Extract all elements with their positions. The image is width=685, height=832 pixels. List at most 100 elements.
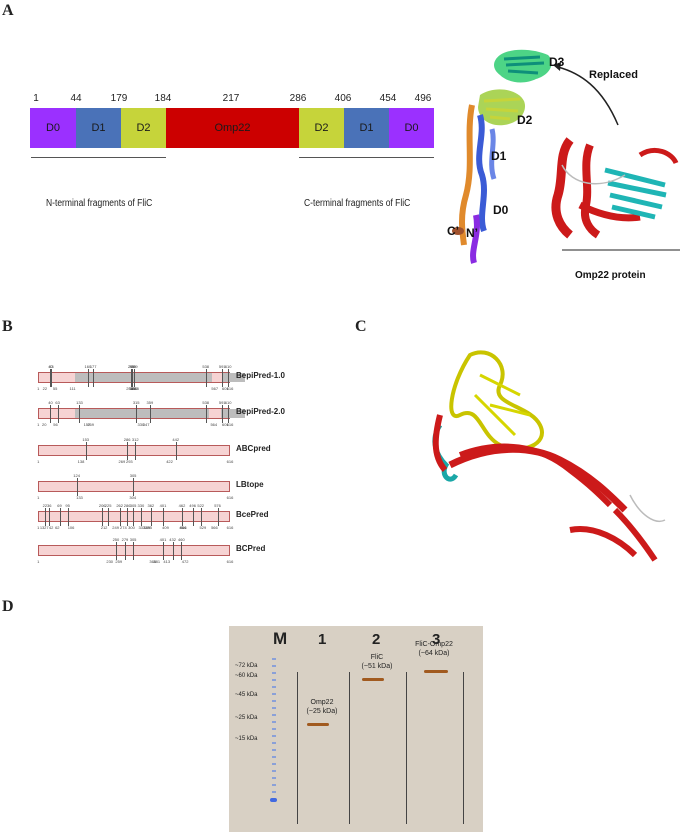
epitope-tick — [127, 442, 129, 460]
c-prime-label: C’ — [447, 224, 459, 238]
position-tick-label: 62 — [55, 525, 60, 530]
lane-divider — [297, 672, 298, 824]
position-label: 44 — [70, 93, 82, 104]
position-tick-label: 601 — [221, 422, 229, 427]
sequence-bar — [38, 478, 230, 496]
epitope-tick — [108, 508, 110, 526]
epitope-tick — [162, 542, 164, 560]
position-tick-label: 616 — [226, 422, 234, 427]
position-tick-label: 460 — [178, 537, 185, 542]
position-tick-label: 567 — [211, 386, 219, 391]
d1-label: D1 — [491, 149, 507, 163]
position-tick-label: 279 — [121, 537, 129, 542]
epitope-tick — [228, 405, 230, 423]
position-tick-label: 349 — [143, 525, 151, 530]
position-tick-label: 293 — [125, 459, 133, 464]
position-tick-label: 401 — [159, 503, 167, 508]
epitope-tick — [150, 508, 152, 526]
c-terminal-label: C-terminal fragments of FliC — [304, 198, 411, 209]
position-tick-label: 157 — [83, 422, 91, 427]
epitope-tick — [50, 369, 52, 387]
domain-segment-d2: D2 — [121, 108, 166, 148]
omp22-protein-shape — [551, 137, 679, 239]
position-tick-label: 305 — [129, 537, 137, 542]
epitope-tick — [172, 542, 174, 560]
position-tick-label: 309 — [130, 386, 138, 391]
epitope-tick — [133, 542, 135, 560]
position-tick-label: 616 — [226, 525, 234, 530]
position-tick-label: 616 — [226, 559, 234, 564]
position-tick-label: 40 — [48, 364, 53, 369]
lane-divider — [406, 672, 407, 824]
position-tick-label: 300 — [128, 525, 135, 530]
replaced-label: Replaced — [589, 69, 638, 81]
position-tick-label: 315 — [132, 400, 140, 405]
epitope-tick — [93, 369, 95, 387]
position-tick-label: 27 — [44, 525, 49, 530]
position-tick-label: 36 — [46, 503, 52, 508]
prediction-method-label: BepiPred-2.0 — [236, 407, 285, 416]
position-tick-label: 616 — [226, 386, 234, 391]
epitope-tick — [132, 369, 134, 387]
sequence-bar — [38, 369, 245, 387]
position-tick-label: 301 — [128, 386, 136, 391]
epitope-tick — [149, 405, 151, 423]
position-tick-label: 20 — [41, 422, 47, 427]
position-tick-label: 591 — [218, 400, 226, 405]
position-tick-label: 362 — [147, 503, 155, 508]
epitope-tick — [175, 442, 177, 460]
position-label: 454 — [379, 93, 397, 104]
marker-label: ~72 kDa — [235, 663, 258, 669]
d1-helix — [489, 128, 497, 180]
epitope-tick — [44, 508, 46, 526]
n-terminal-label: N-terminal fragments of FliC — [46, 198, 153, 209]
domain-segment-omp22: Omp22 — [166, 108, 299, 148]
panel-letter-c: C — [355, 318, 367, 335]
position-tick-label: 601 — [221, 386, 229, 391]
position-tick-label: 22 — [42, 386, 48, 391]
epitope-tick — [67, 508, 69, 526]
domain-segment-d1: D1 — [344, 108, 389, 148]
position-tick-label: 312 — [131, 437, 139, 442]
protein-band-omp22 — [307, 723, 329, 726]
position-tick-label: 1 — [37, 422, 40, 427]
position-tick-label: 56 — [53, 422, 58, 427]
epitope-tick — [217, 508, 219, 526]
epitope-tick — [87, 369, 89, 387]
position-label: 184 — [154, 93, 172, 104]
position-tick-label: 564 — [210, 422, 218, 427]
lane-label-2: 2 — [372, 631, 381, 648]
non-epitope-region — [221, 409, 245, 418]
epitope-tick — [124, 542, 126, 560]
epitope-tick — [79, 405, 81, 423]
position-tick-label: 212 — [100, 525, 108, 530]
position-tick-label: 177 — [89, 364, 97, 369]
domain-segment-d2: D2 — [299, 108, 344, 148]
fusion-structure-image — [432, 350, 666, 562]
epitope-tick — [136, 405, 138, 423]
marker-label: ~60 kDa — [235, 673, 258, 679]
epitope-tick — [76, 478, 78, 496]
position-tick-label: 1 — [37, 459, 40, 464]
position-tick-label: 63 — [55, 400, 60, 405]
epitope-tick — [57, 405, 59, 423]
epitope-tick — [50, 405, 52, 423]
position-tick-label: 1 — [37, 495, 40, 500]
position-tick-label: 206 — [98, 503, 106, 508]
position-tick-label: 1 — [37, 559, 40, 564]
position-tick-label: 462 — [178, 503, 186, 508]
sequence-bar — [38, 542, 230, 560]
position-tick-label: 368 — [149, 559, 157, 564]
position-tick-label: 124 — [73, 473, 80, 478]
d1-helix — [476, 114, 487, 233]
epitope-tick — [200, 508, 202, 526]
position-tick-label: 333 — [138, 525, 146, 530]
position-tick-label: 286 — [123, 437, 131, 442]
sequence-bar — [38, 508, 230, 526]
panel-letter-a: A — [2, 2, 14, 19]
position-tick-label: 305 — [129, 503, 137, 508]
position-tick-label: 13 — [39, 525, 45, 530]
epitope-tick — [127, 508, 129, 526]
n-prime-label: N’ — [466, 226, 478, 240]
epitope-tick — [192, 508, 194, 526]
